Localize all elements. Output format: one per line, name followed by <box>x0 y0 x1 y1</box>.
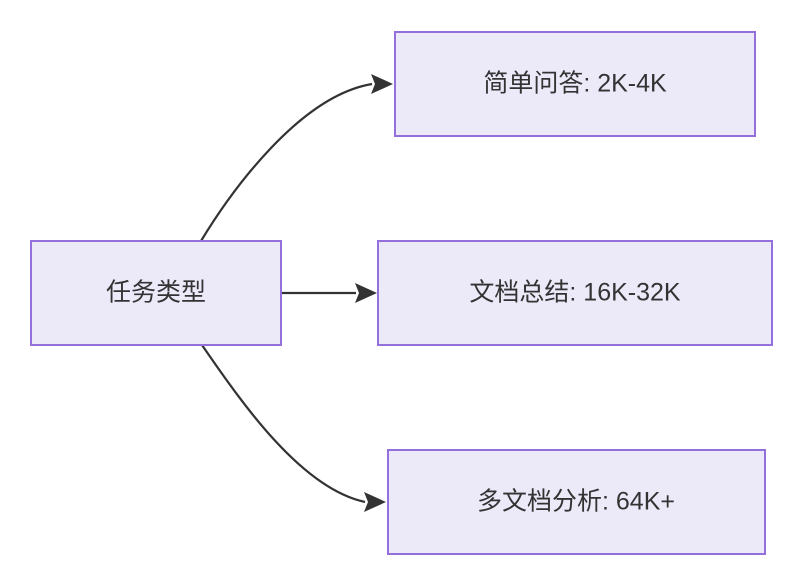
edge-to-multi-doc-analysis <box>201 344 386 512</box>
node-simple-qa-label: 简单问答: 2K-4K <box>483 70 667 98</box>
node-multi-doc-analysis-box[interactable] <box>387 449 766 555</box>
edge-to-multi-doc-analysis-line <box>201 344 366 504</box>
node-simple-qa[interactable]: 简单问答: 2K-4K <box>394 31 756 137</box>
edge-to-simple-qa-line <box>200 82 373 242</box>
edge-to-simple-qa-arrowhead <box>371 74 393 94</box>
node-task-type-box[interactable] <box>30 240 282 346</box>
edges-layer <box>200 74 393 512</box>
node-doc-summary-box[interactable] <box>377 240 773 346</box>
node-doc-summary[interactable]: 文档总结: 16K-32K <box>377 240 773 346</box>
edge-to-multi-doc-analysis-arrowhead <box>364 492 386 512</box>
node-doc-summary-label: 文档总结: 16K-32K <box>469 279 681 307</box>
node-simple-qa-box[interactable] <box>394 31 756 137</box>
edge-to-doc-summary-arrowhead <box>355 283 377 303</box>
node-task-type[interactable]: 任务类型 <box>30 240 282 346</box>
edge-to-doc-summary <box>281 283 377 303</box>
node-task-type-label: 任务类型 <box>106 279 206 307</box>
node-multi-doc-analysis[interactable]: 多文档分析: 64K+ <box>387 449 766 555</box>
node-multi-doc-analysis-label: 多文档分析: 64K+ <box>477 488 675 516</box>
nodes-layer: 任务类型 简单问答: 2K-4K 文档总结: 16K-32K 多文档分析: 64… <box>30 31 773 555</box>
edge-to-simple-qa <box>200 74 393 242</box>
